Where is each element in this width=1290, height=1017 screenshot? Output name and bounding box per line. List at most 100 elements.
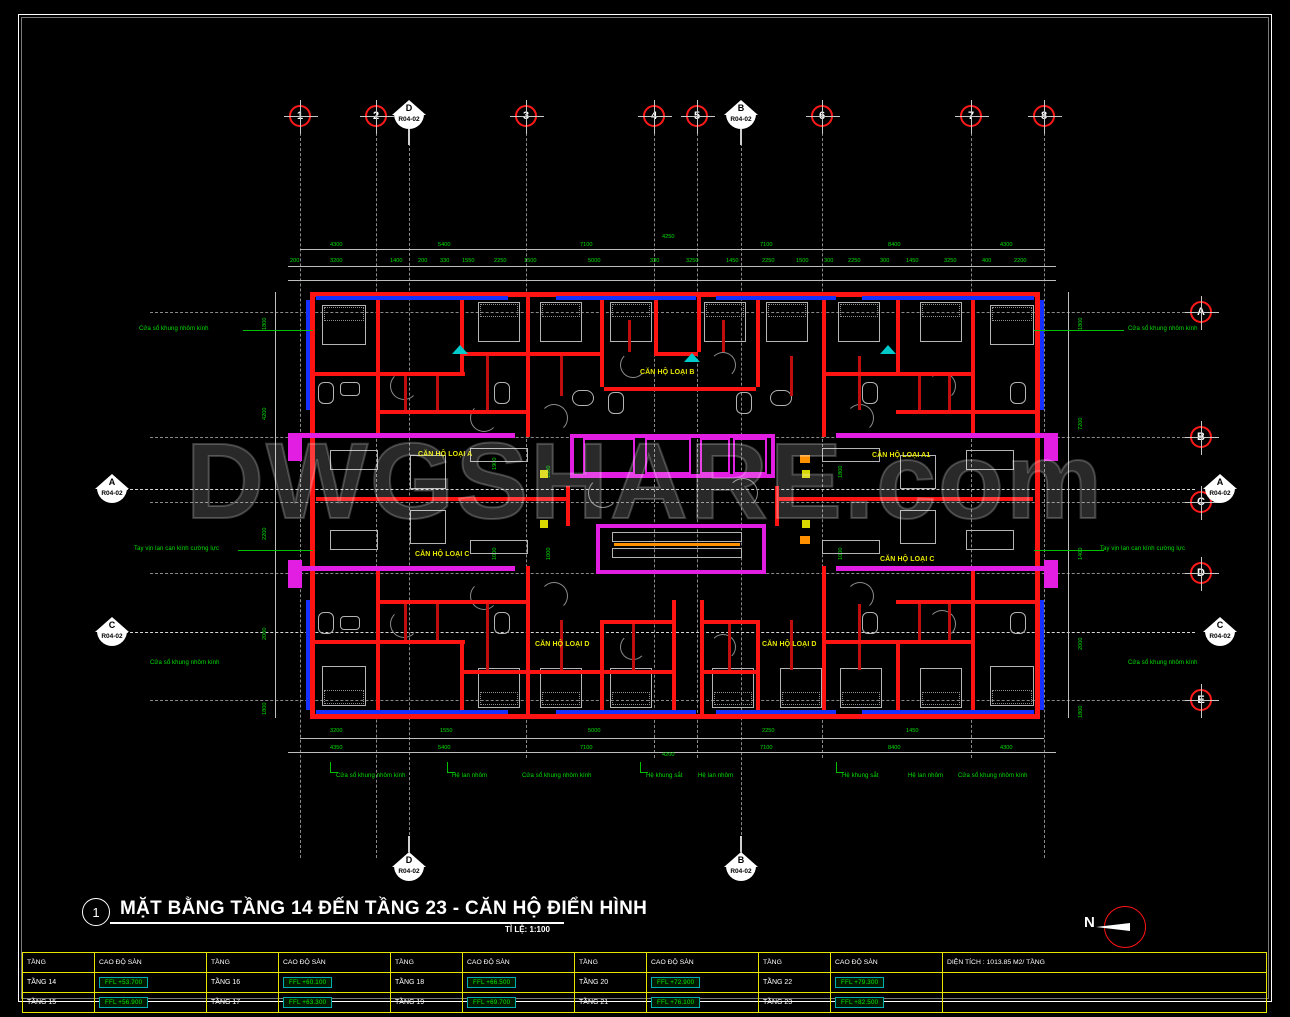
wall-h-4 <box>604 387 756 391</box>
wall-v-7 <box>600 292 604 387</box>
grid-bubble-top-8[interactable]: 8 <box>1028 100 1062 134</box>
dim-int-v-3: 1800 <box>838 465 844 478</box>
table-header-cell: CAO ĐỘ SÀN <box>278 952 391 973</box>
dim-top-inner-2: 3200 <box>330 258 343 264</box>
table-cell-level: FFL +53.700 <box>94 972 207 993</box>
wall-v-18 <box>672 600 676 718</box>
grid-bubble-right-E[interactable]: E <box>1185 684 1219 718</box>
marker-y2 <box>540 520 548 528</box>
gridline-2 <box>376 118 377 858</box>
section-marker-right-C[interactable]: C R04-02 <box>1203 617 1237 647</box>
section-marker-triangle <box>1203 617 1237 632</box>
dim-top-inner-9: 5000 <box>588 258 601 264</box>
wall-top-exterior <box>310 292 1040 297</box>
wall-h-3 <box>464 352 604 356</box>
glazing-bottom-2 <box>556 710 696 714</box>
stair-treads-lower <box>612 548 742 558</box>
bed-5-pillow <box>706 304 744 317</box>
balcony-right-ret-2 <box>1044 560 1058 588</box>
table-cell-floor: TẦNG 19 <box>390 992 463 1013</box>
section-marker-right-A[interactable]: A R04-02 <box>1203 474 1237 504</box>
wall-h-11 <box>604 620 674 624</box>
apartment-label-A1: CĂN HỘ LOẠI A1 <box>872 452 931 459</box>
wall-v-1 <box>376 292 380 437</box>
grid-bubble-top-7[interactable]: 7 <box>955 100 989 134</box>
bed-13-pillow <box>612 692 650 705</box>
dim-top-outer-2: 5400 <box>438 242 451 248</box>
grid-bubble-right-A[interactable]: A <box>1185 296 1219 330</box>
section-marker-triangle <box>392 852 426 867</box>
dim-bot-outer-6: 8400 <box>888 745 901 751</box>
wall-v-4 <box>460 640 464 718</box>
partition-8 <box>858 356 861 410</box>
section-marker-left-C[interactable]: C R04-02 <box>95 617 129 647</box>
gridline-C <box>150 502 1190 503</box>
grid-bubble-top-1[interactable]: 1 <box>284 100 318 134</box>
table-header-cell: TẦNG <box>22 952 95 973</box>
table-cell-floor: TẦNG 14 <box>22 972 95 993</box>
wc-2 <box>318 612 334 634</box>
grid-bubble-top-3[interactable]: 3 <box>510 100 544 134</box>
grid-bubble-right-C[interactable]: C <box>1185 486 1219 520</box>
ffl-badge: FFL +56.900 <box>99 997 149 1008</box>
stair-flight-line <box>614 543 740 546</box>
table-cell-floor: TẦNG 23 <box>758 992 831 1013</box>
bed-16-pillow <box>842 692 880 705</box>
dim-line-bot-outer <box>288 752 1056 753</box>
bed-11 <box>478 668 520 708</box>
dim-right-v-2: 7200 <box>1078 417 1084 430</box>
table-cell-floor: TẦNG 17 <box>206 992 279 1013</box>
wall-h-16 <box>700 670 760 674</box>
partition-13 <box>486 604 489 670</box>
section-marker-disc <box>726 114 756 129</box>
wall-h-14 <box>896 600 1036 604</box>
marker-y3 <box>802 470 810 478</box>
grid-bubble-top-6[interactable]: 6 <box>806 100 840 134</box>
grid-bubble-right-B[interactable]: B <box>1185 421 1219 455</box>
wall-h-2 <box>380 410 530 414</box>
wall-h-5 <box>654 352 698 356</box>
bed-12-pillow <box>542 692 580 705</box>
section-marker-left-A[interactable]: A R04-02 <box>95 474 129 504</box>
annotation-bottom-4: Hệ khung sắt <box>646 773 683 779</box>
section-marker-top-D[interactable]: D R04-02 <box>392 100 426 145</box>
lift-shaft-1 <box>583 438 635 474</box>
level-marker-3 <box>880 345 896 354</box>
bed-2 <box>478 302 520 342</box>
wall-v-11 <box>822 292 826 437</box>
grid-bubble-right-D[interactable]: D <box>1185 557 1219 591</box>
section-marker-top-B[interactable]: B R04-02 <box>724 100 758 145</box>
lift-shaft-3 <box>700 438 730 474</box>
grid-bubble-top-2[interactable]: 2 <box>360 100 394 134</box>
leader-right-2 <box>1034 550 1104 551</box>
sofa-4 <box>966 530 1014 550</box>
section-marker-disc <box>726 866 756 881</box>
glazing-top-3 <box>716 296 836 300</box>
bed-4-pillow <box>612 304 650 317</box>
door-swing-7 <box>928 372 956 400</box>
basin-3 <box>572 390 594 406</box>
floor-level-table: TẦNG CAO ĐỘ SÀN TẦNG CAO ĐỘ SÀN TẦNG CAO… <box>22 952 1267 1013</box>
gridline-8 <box>1044 118 1045 858</box>
section-marker-disc <box>97 488 127 503</box>
section-marker-disc <box>1205 488 1235 503</box>
partition-18 <box>858 604 861 670</box>
partition-11 <box>404 604 407 640</box>
apartment-label-A: CĂN HỘ LOẠI A <box>418 451 473 458</box>
dim-right-v-1: 1800 <box>1078 317 1084 330</box>
grid-bubble-top-4[interactable]: 4 <box>638 100 672 134</box>
stair-core-bottom <box>596 570 766 574</box>
section-marker-bottom-B[interactable]: B R04-02 <box>724 836 758 882</box>
table-header-cell: CAO ĐỘ SÀN <box>462 952 575 973</box>
dim-bot-outer-1: 4350 <box>330 745 343 751</box>
gridline-section-A <box>110 489 1195 490</box>
dim-left-v-5: 1800 <box>262 702 268 715</box>
grid-bubble-top-5[interactable]: 5 <box>681 100 715 134</box>
section-marker-bottom-D[interactable]: D R04-02 <box>392 836 426 882</box>
bed-11-pillow <box>480 692 518 705</box>
gridline-E <box>150 700 1190 701</box>
annotation-bottom-8: Cửa sổ khung nhôm kính <box>958 773 1028 779</box>
leader-left-2 <box>238 550 313 551</box>
kitchen-counter-3 <box>822 448 880 462</box>
table-header-row: TẦNG CAO ĐỘ SÀN TẦNG CAO ĐỘ SÀN TẦNG CAO… <box>22 952 1267 973</box>
